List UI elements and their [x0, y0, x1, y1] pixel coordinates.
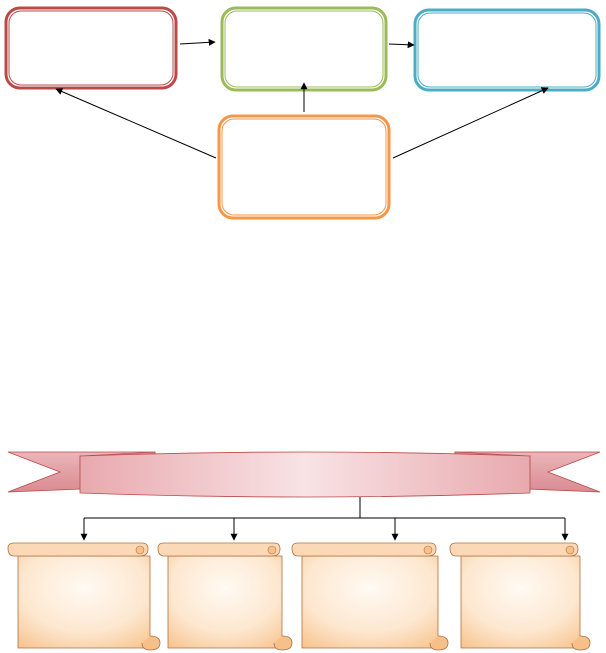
top-flow-diagram	[4, 6, 601, 220]
box-center	[220, 6, 388, 92]
bottom-hierarchy-diagram	[7, 451, 601, 651]
hierarchy-connectors	[80, 497, 569, 541]
scroll-icon	[7, 542, 161, 651]
arrow-bottom-to-right	[392, 87, 549, 159]
ribbon-banner-icon	[7, 451, 601, 498]
scroll-icon	[449, 542, 591, 651]
box-right	[413, 8, 601, 92]
scroll-icon	[291, 542, 449, 651]
scroll-icon	[157, 542, 293, 651]
arrow-center-to-right	[388, 41, 415, 49]
box-bottom	[217, 114, 391, 220]
box-left	[4, 6, 178, 90]
arrow-left-to-center	[179, 38, 216, 46]
arrow-bottom-to-left	[55, 88, 217, 159]
